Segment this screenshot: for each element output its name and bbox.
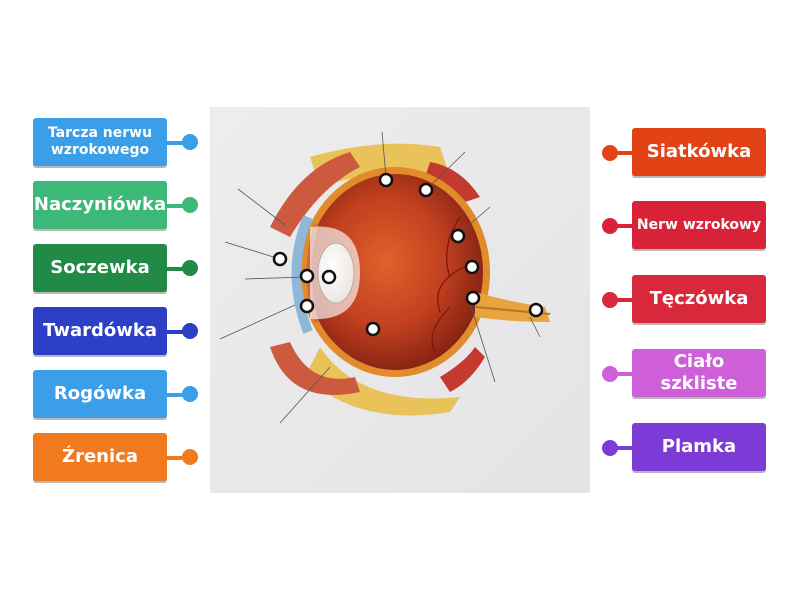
- drop-point[interactable]: [378, 172, 394, 188]
- label-handle[interactable]: [182, 386, 198, 402]
- drop-point[interactable]: [321, 269, 337, 285]
- connector-line: [610, 298, 632, 302]
- label-siatkowka[interactable]: Siatkówka: [632, 128, 766, 176]
- label-soczewka[interactable]: Soczewka: [33, 244, 167, 292]
- label-handle[interactable]: [602, 366, 618, 382]
- label-handle[interactable]: [602, 292, 618, 308]
- drop-point[interactable]: [299, 268, 315, 284]
- drop-point[interactable]: [464, 259, 480, 275]
- label-handle[interactable]: [602, 218, 618, 234]
- connector-line: [166, 456, 188, 460]
- label-teczowka[interactable]: Tęczówka: [632, 275, 766, 323]
- drop-point[interactable]: [365, 321, 381, 337]
- label-handle[interactable]: [602, 440, 618, 456]
- label-handle[interactable]: [182, 449, 198, 465]
- drop-point[interactable]: [418, 182, 434, 198]
- label-rogowka[interactable]: Rogówka: [33, 370, 167, 418]
- label-plamka[interactable]: Plamka: [632, 423, 766, 471]
- connector-line: [166, 267, 188, 271]
- label-handle[interactable]: [182, 134, 198, 150]
- label-handle[interactable]: [182, 197, 198, 213]
- label-handle[interactable]: [602, 145, 618, 161]
- drop-point[interactable]: [299, 298, 315, 314]
- connector-line: [610, 224, 632, 228]
- eye-diagram: [210, 107, 590, 493]
- label-zrenica[interactable]: Źrenica: [33, 433, 167, 481]
- label-twardowka[interactable]: Twardówka: [33, 307, 167, 355]
- connector-line: [166, 330, 188, 334]
- connector-line: [166, 393, 188, 397]
- label-tarcza-nerwu-wzrokowego[interactable]: Tarcza nerwu wzrokowego: [33, 118, 167, 166]
- connector-line: [610, 372, 632, 376]
- label-nerw-wzrokowy[interactable]: Nerw wzrokowy: [632, 201, 766, 249]
- label-handle[interactable]: [182, 260, 198, 276]
- connector-line: [610, 446, 632, 450]
- drop-point[interactable]: [450, 228, 466, 244]
- connector-line: [166, 204, 188, 208]
- connector-line: [166, 141, 188, 145]
- connector-line: [610, 151, 632, 155]
- drop-point[interactable]: [272, 251, 288, 267]
- drop-point[interactable]: [465, 290, 481, 306]
- label-naczyniowka[interactable]: Naczyniówka: [33, 181, 167, 229]
- label-handle[interactable]: [182, 323, 198, 339]
- label-cialo-szkliste[interactable]: Ciało szkliste: [632, 349, 766, 397]
- drop-point[interactable]: [528, 302, 544, 318]
